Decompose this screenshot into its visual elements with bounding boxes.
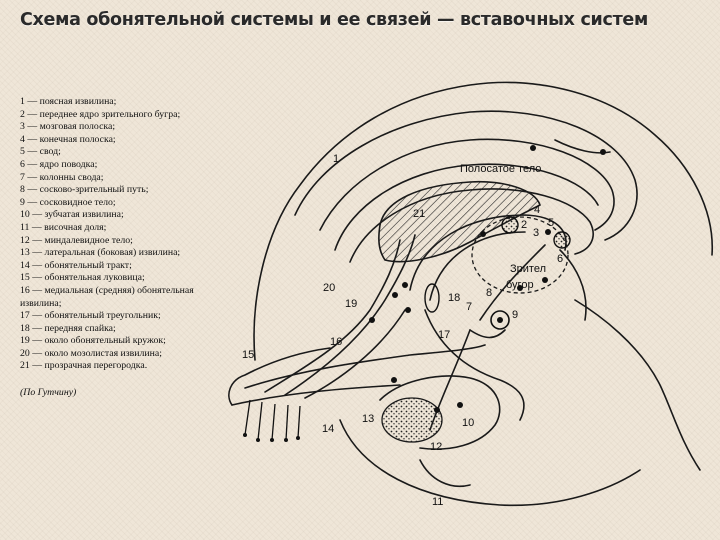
label-21: 21	[413, 208, 425, 220]
label-12: 12	[430, 441, 442, 453]
anterior-commissure	[425, 284, 439, 312]
label-17: 17	[438, 329, 450, 341]
label-6: 6	[557, 253, 563, 265]
label-10: 10	[462, 417, 474, 429]
label-11: 11	[432, 496, 443, 508]
label-14: 14	[322, 423, 334, 435]
label-16: 16	[330, 336, 342, 348]
temporal-outline	[340, 420, 640, 505]
anterior-thalamic-nucleus	[502, 217, 518, 233]
label-3: 3	[533, 227, 539, 239]
brainstem-outline	[575, 300, 700, 470]
habenular-nucleus	[554, 232, 570, 248]
label-18: 18	[448, 292, 460, 304]
label-4: 4	[534, 204, 540, 216]
thalamus-label: бугор	[506, 279, 534, 291]
amygdala	[382, 398, 442, 442]
label-1: 1	[333, 153, 339, 165]
thalamus-label: Зрител	[510, 263, 546, 275]
label-2: 2	[521, 219, 527, 231]
label-15: 15	[242, 349, 254, 361]
label-8: 8	[486, 287, 492, 299]
striatum-label: Полосатое тело	[460, 163, 541, 175]
label-5: 5	[548, 217, 554, 229]
label-9: 9	[512, 309, 518, 321]
label-13: 13	[362, 413, 374, 425]
label-19: 19	[345, 298, 357, 310]
label-7: 7	[466, 301, 472, 313]
label-20: 20	[323, 282, 335, 294]
